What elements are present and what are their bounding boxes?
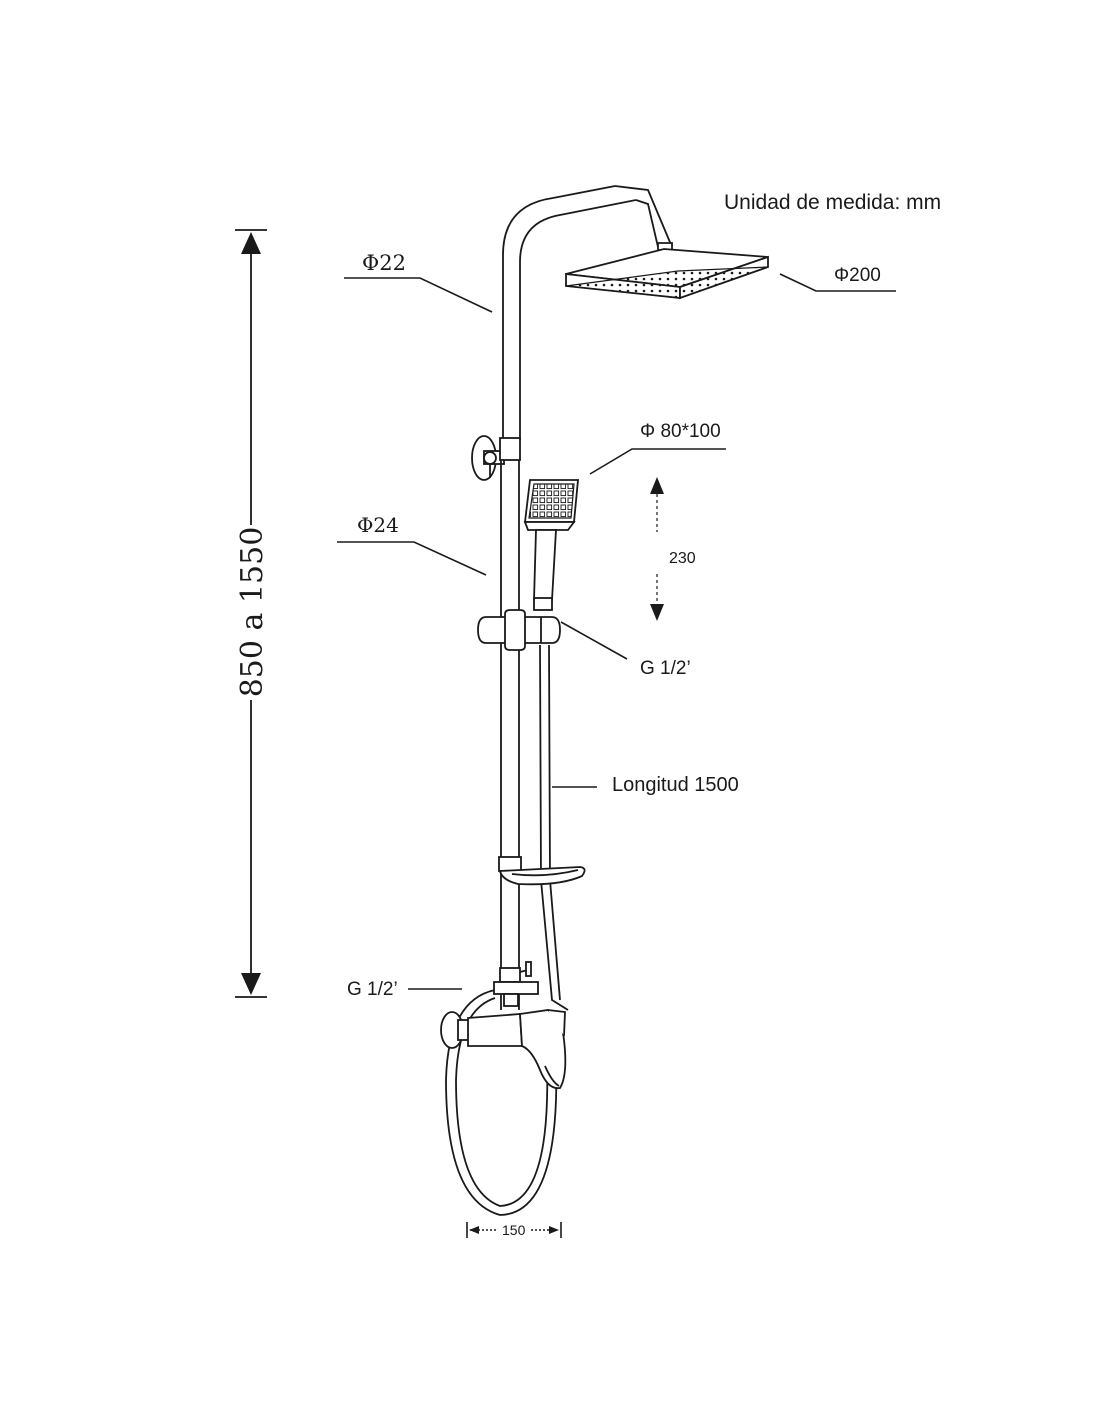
- label-hand-shower: Φ 80*100: [640, 421, 721, 442]
- height-arrow-bottom: [241, 973, 261, 995]
- label-mixer-spacing: 150: [502, 1222, 526, 1238]
- spacing-arrow-left: [469, 1226, 479, 1234]
- label-rain-head: Φ200: [834, 265, 881, 286]
- units-note: Unidad de medida: mm: [724, 191, 941, 214]
- leader-rain-head: [779, 273, 896, 292]
- shower-hose: [445, 644, 569, 1216]
- label-hand-travel: 230: [669, 550, 696, 567]
- travel-dimension: [650, 477, 664, 621]
- lower-riser-pipe: [499, 437, 521, 1010]
- rain-shower-head: [565, 242, 769, 300]
- leader-slider-thread: [560, 621, 628, 660]
- label-pipe-bottom: Φ24: [357, 513, 399, 537]
- label-hose-length: Longitud 1500: [612, 774, 739, 796]
- soap-dish: [498, 856, 586, 886]
- leader-lines: [337, 273, 896, 990]
- spacing-dimension: [466, 1222, 562, 1238]
- leader-hand-shower: [589, 448, 726, 475]
- label-inlet-thread: G 1/2’: [347, 979, 398, 1000]
- label-slider-thread: G 1/2’: [640, 658, 691, 679]
- wall-bracket-upper: [471, 435, 505, 481]
- height-arrow-top: [241, 232, 261, 254]
- label-pipe-top: Φ22: [362, 251, 406, 275]
- sliding-holder: [477, 609, 561, 651]
- leader-pipe-bottom: [337, 541, 487, 576]
- height-dimension: [235, 229, 267, 998]
- hand-shower: [523, 479, 579, 611]
- travel-arrow-bottom: [650, 604, 664, 621]
- mixer-valve: [440, 961, 567, 1090]
- leader-pipe-top: [344, 277, 493, 313]
- label-total-height: 850 a 1550: [235, 527, 270, 698]
- travel-arrow-top: [650, 477, 664, 494]
- spacing-arrow-right: [549, 1226, 559, 1234]
- upper-riser-pipe: [502, 185, 673, 440]
